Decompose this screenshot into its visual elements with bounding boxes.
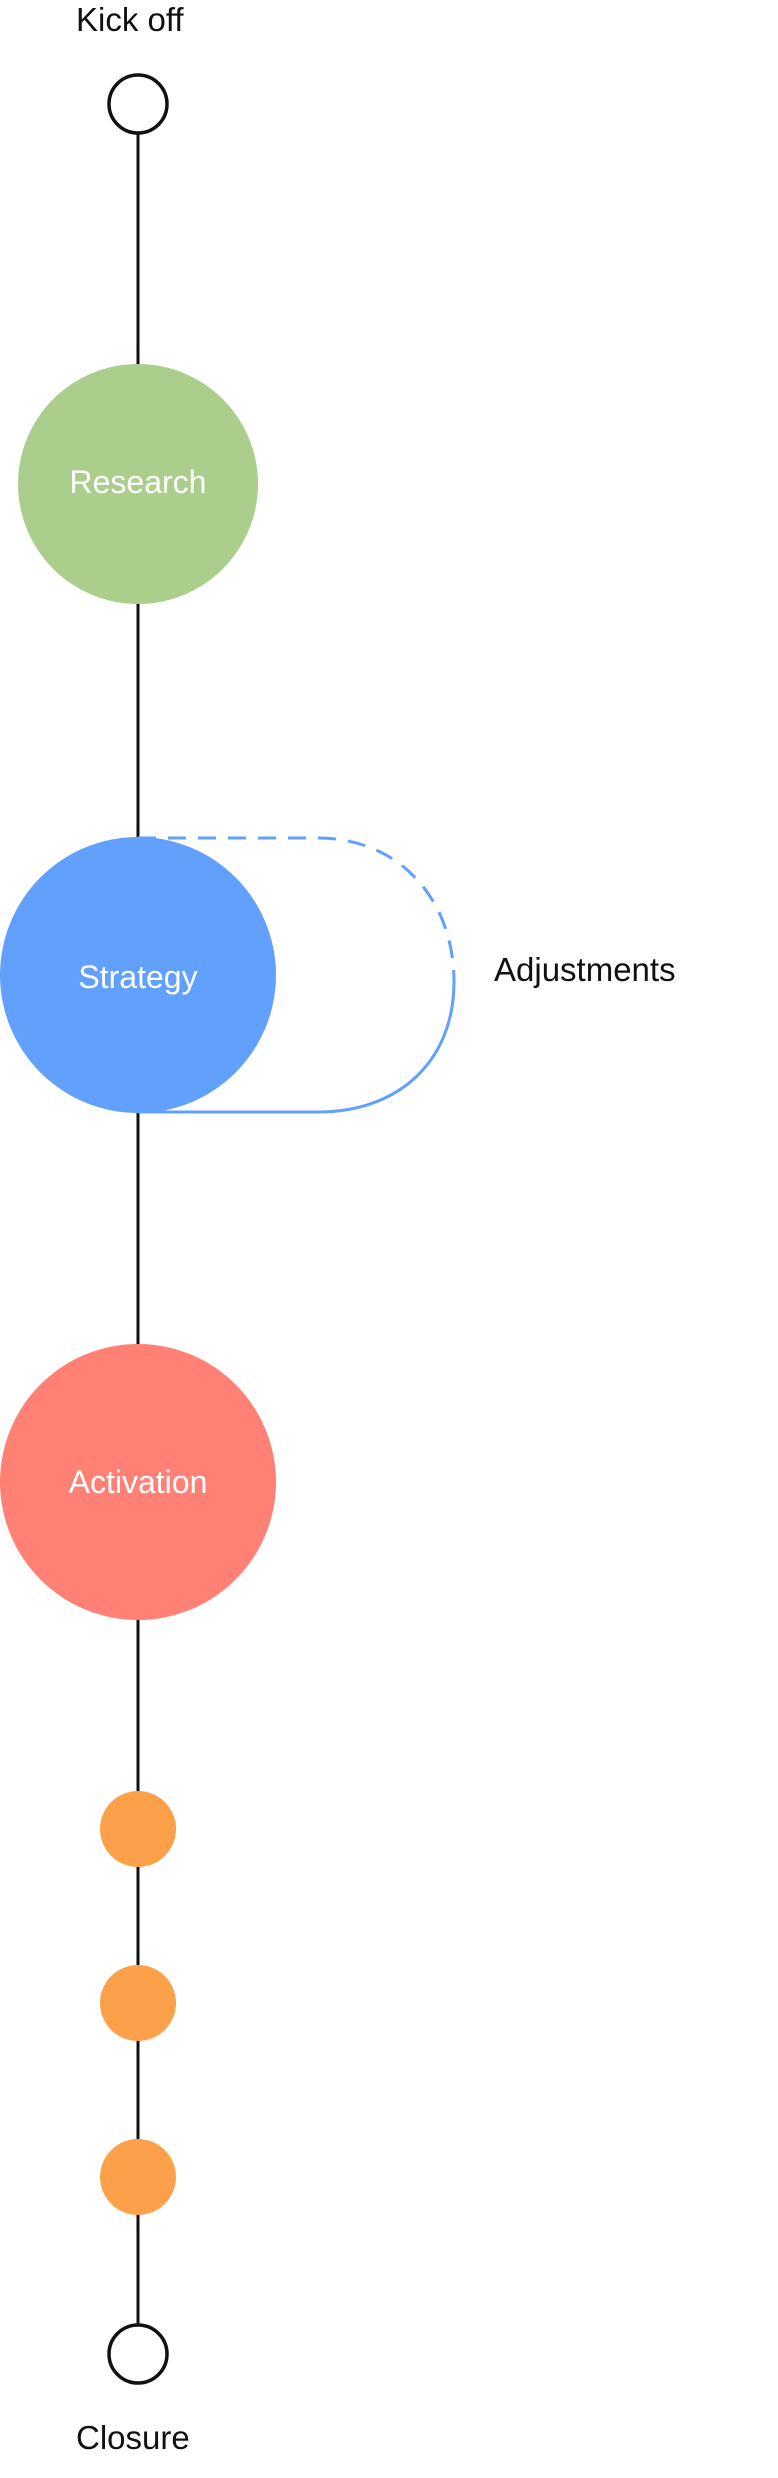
sub-step-dot xyxy=(100,1965,176,2041)
research-label: Research xyxy=(69,464,207,500)
activation-stage-circle xyxy=(0,1344,276,1620)
kick-off-label: Kick off xyxy=(76,1,184,38)
start-node xyxy=(107,73,169,135)
activation-label: Activation xyxy=(68,1464,208,1500)
research-stage-circle xyxy=(18,364,258,604)
strategy-label: Strategy xyxy=(78,959,198,995)
closure-label: Closure xyxy=(76,2419,190,2456)
strategy-stage-circle xyxy=(0,837,276,1113)
adjustments-label: Adjustments xyxy=(494,951,676,988)
end-node xyxy=(107,2323,169,2385)
adjustments-loop-solid xyxy=(138,981,456,1114)
sub-step-dot xyxy=(100,2139,176,2215)
sub-step-dot xyxy=(100,1791,176,1867)
adjustments-loop-dashed xyxy=(138,836,456,983)
